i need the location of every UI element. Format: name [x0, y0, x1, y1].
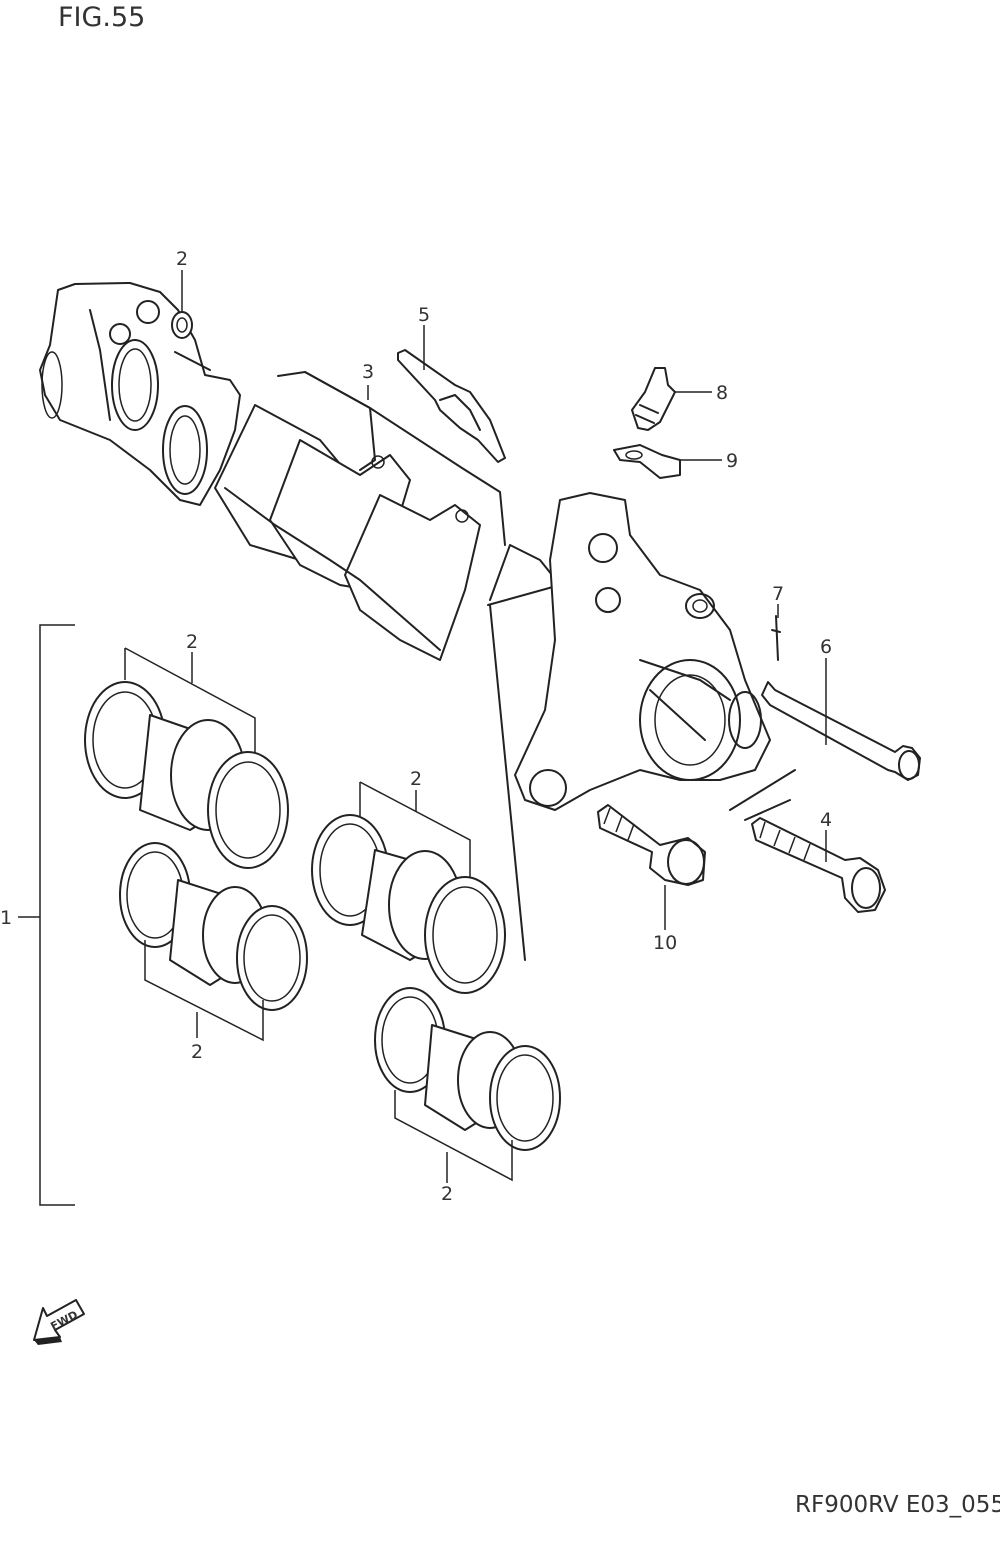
caliper-mounting-bolt — [597, 804, 706, 886]
callout-8: 8 — [716, 382, 728, 404]
forward-arrow-icon: FWD — [33, 1299, 85, 1345]
piston-seal-small — [171, 311, 193, 339]
piston-seal-set-upper-left — [84, 647, 289, 869]
callout-1: 1 — [0, 907, 12, 929]
assembly-bracket — [18, 624, 75, 1206]
bleeder-valve — [631, 367, 676, 431]
figure-title: FIG.55 — [58, 2, 146, 33]
pad-mounting-pin — [761, 681, 921, 781]
callout-2: 2 — [186, 631, 198, 653]
brake-pad-set — [214, 371, 506, 661]
leader-lines — [181, 270, 827, 1183]
housing-bolt — [751, 817, 886, 913]
callout-6: 6 — [820, 636, 832, 658]
callout-3: 3 — [362, 361, 374, 383]
callout-9: 9 — [726, 450, 738, 472]
callout-2: 2 — [191, 1041, 203, 1063]
callout-5: 5 — [418, 304, 430, 326]
piston-seal-set-middle — [311, 781, 506, 994]
caliper-half-left — [39, 282, 241, 506]
piston-seal-set-lower-right — [374, 987, 561, 1182]
pin-cotter — [771, 615, 781, 661]
callout-2: 2 — [176, 248, 188, 270]
pad-spring — [397, 349, 506, 463]
callout-7: 7 — [772, 583, 784, 605]
callout-2: 2 — [410, 768, 422, 790]
caliper-half-right — [487, 492, 796, 961]
callout-2: 2 — [441, 1183, 453, 1205]
callout-10: 10 — [653, 932, 677, 954]
bleeder-cap — [613, 444, 681, 479]
callout-4: 4 — [820, 809, 832, 831]
piston-seal-set-lower-left — [119, 842, 308, 1042]
footer-code: RF900RV E03_055 — [795, 1492, 1000, 1518]
